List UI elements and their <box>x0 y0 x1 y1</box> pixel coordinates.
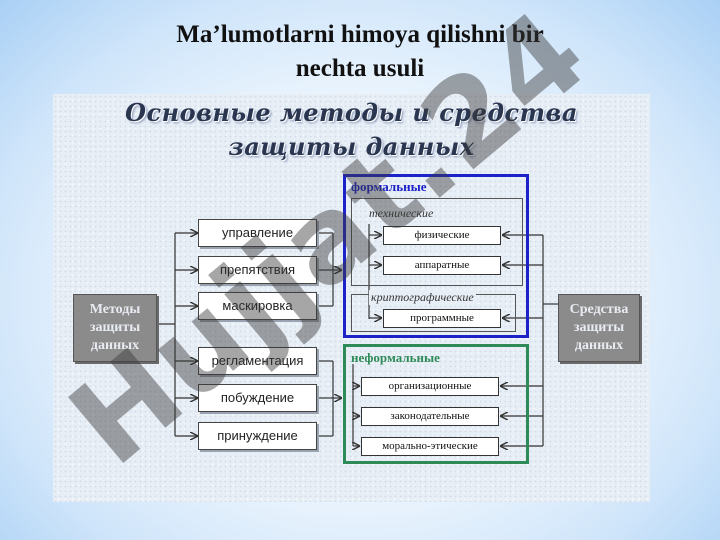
means-box-line-2: защиты <box>573 320 625 335</box>
method-box: управление <box>198 219 317 247</box>
hardware-box: аппаратные <box>383 256 501 275</box>
method-box: побуждение <box>198 384 317 412</box>
crypto-label: криптографические <box>369 290 476 305</box>
software-box: программные <box>383 309 501 328</box>
informal-label: неформальные <box>351 350 440 365</box>
formal-label: формальные <box>351 179 427 194</box>
diagram-heading-line-2: защиты данных <box>228 132 475 161</box>
method-box: регламентация <box>198 347 317 375</box>
methods-box-line-2: защиты <box>89 320 141 335</box>
legislative-box: законодательные <box>361 407 499 426</box>
diagram-panel: Основные методы и средства защиты данных <box>53 94 650 502</box>
method-box: маскировка <box>198 292 317 320</box>
methods-box: Методы защиты данных <box>73 294 157 362</box>
technical-label: технические <box>369 206 434 220</box>
method-box: принуждение <box>198 422 317 450</box>
ethical-box: морально-этические <box>361 437 499 456</box>
connector-lines <box>157 224 558 502</box>
methods-box-line-1: Методы <box>89 302 141 317</box>
organizational-box: организационные <box>361 377 499 396</box>
diagram-heading-line-1: Основные методы и средства <box>125 98 578 127</box>
means-box: Средства защиты данных <box>558 294 640 362</box>
means-box-line-3: данных <box>574 338 624 353</box>
physical-box: физические <box>383 226 501 245</box>
means-box-line-1: Средства <box>569 302 629 317</box>
formal-frame <box>343 174 529 338</box>
informal-frame <box>343 344 529 464</box>
slide-title: Ma’lumotlarni himoya qilishni bir nechta… <box>60 18 660 86</box>
slide-title-line-1: Ma’lumotlarni himoya qilishni bir <box>176 21 544 48</box>
methods-box-line-3: данных <box>90 338 140 353</box>
technical-frame <box>351 198 523 286</box>
slide-title-line-2: nechta usuli <box>295 55 425 82</box>
method-box: препятствия <box>198 256 317 284</box>
